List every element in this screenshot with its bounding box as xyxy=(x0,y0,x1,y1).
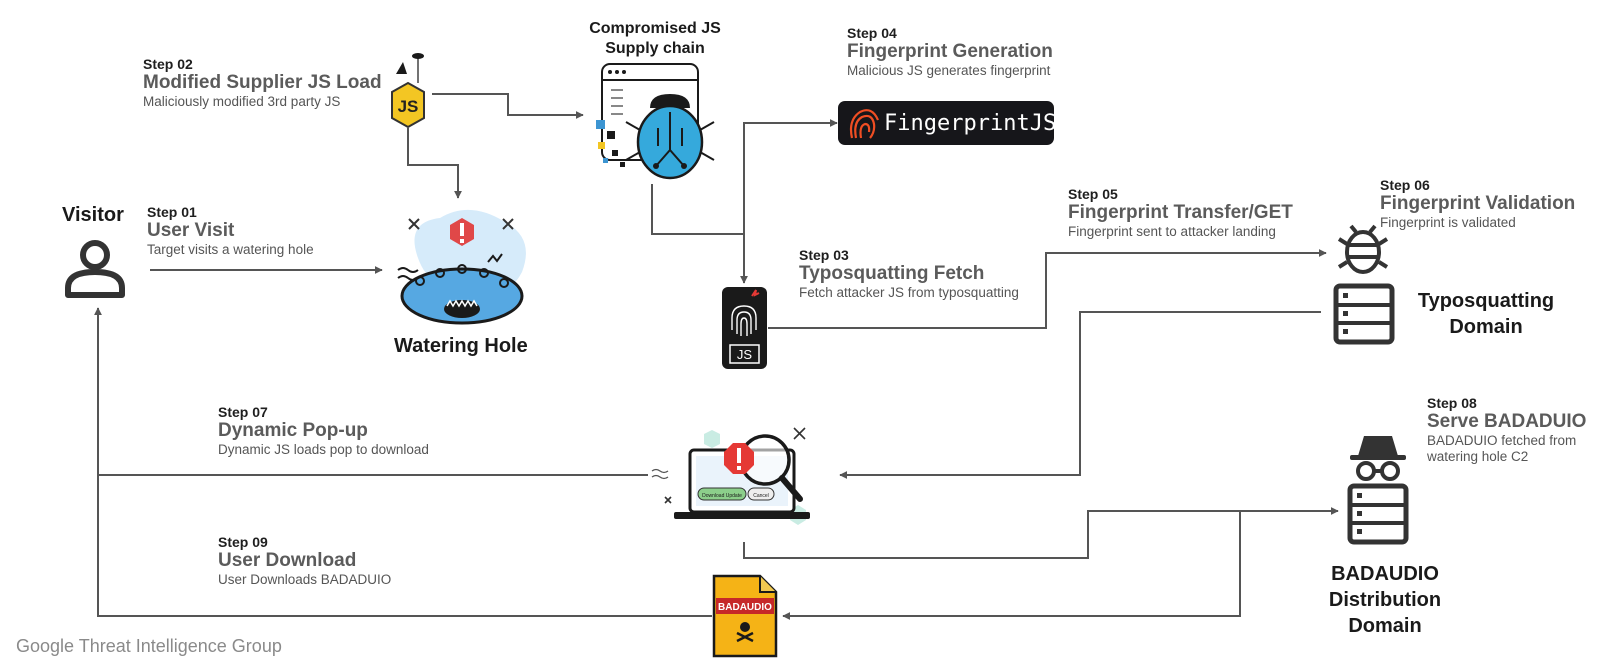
step-number: Step 03 xyxy=(799,247,849,263)
arrow-supplychain-to-jsfile xyxy=(651,184,748,284)
step-title: Dynamic Pop-up xyxy=(218,420,368,441)
js-file-label: JS xyxy=(737,347,753,362)
step-01-annotation: Step 01 User Visit Target visits a water… xyxy=(147,204,314,258)
step-description: watering hole C2 xyxy=(1427,449,1529,464)
typosquatting-domain-line2: Domain xyxy=(1449,316,1523,338)
typosquatting-bug-icon xyxy=(1337,224,1389,274)
typosquatting-domain-label: Typosquatting Domain xyxy=(1402,288,1570,340)
fingerprintjs-label: FingerprintJS xyxy=(884,111,1056,136)
step-07-annotation: Step 07 Dynamic Pop-up Dynamic JS loads … xyxy=(218,404,429,458)
watering-hole-icon xyxy=(397,209,526,325)
badaudio-domain-line3: Domain xyxy=(1348,615,1422,637)
step-number: Step 04 xyxy=(847,25,897,41)
js-badge-icon: JS xyxy=(391,53,425,129)
step-04-annotation: Step 04 Fingerprint Generation Malicious… xyxy=(847,25,1053,79)
step-description: Fingerprint sent to attacker landing xyxy=(1068,224,1276,239)
arrow-popup-to-badaudio-domain xyxy=(743,507,1339,559)
step-number: Step 02 xyxy=(143,56,193,72)
badaudio-domain-line1: BADAUDIO xyxy=(1331,563,1439,585)
visitor-label: Visitor xyxy=(62,204,124,226)
flow-arrows xyxy=(94,93,1339,620)
supply-chain-bug-icon xyxy=(596,63,715,180)
arrow-typosquatting-to-popup xyxy=(839,311,1321,479)
step-description: Fingerprint is validated xyxy=(1380,215,1516,230)
step-description: Dynamic JS loads pop to download xyxy=(218,442,429,457)
step-06-annotation: Step 06 Fingerprint Validation Fingerpri… xyxy=(1380,177,1575,231)
arrow-fingerprint-transfer xyxy=(768,249,1327,329)
spy-hacker-icon xyxy=(1350,436,1406,481)
step-number: Step 05 xyxy=(1068,186,1118,202)
step-description: Maliciously modified 3rd party JS xyxy=(143,94,341,109)
step-03-annotation: Step 03 Typosquatting Fetch Fetch attack… xyxy=(799,247,1019,301)
typosquatting-domain-line1: Typosquatting xyxy=(1417,290,1555,312)
malicious-js-file-icon: JS xyxy=(722,287,767,369)
step-title: User Download xyxy=(218,550,357,571)
badaudio-domain-line2: Distribution xyxy=(1328,589,1442,611)
badaudio-domain-label: BADAUDIO Distribution Domain xyxy=(1310,561,1460,639)
step-description: BADADUIO fetched from xyxy=(1427,433,1577,448)
fingerprintjs-logo xyxy=(838,101,1054,145)
supply-chain-label: Compromised JS Supply chain xyxy=(580,19,730,59)
step-description: Fetch attacker JS from typosquatting xyxy=(799,285,1019,300)
supply-chain-label-line2: Supply chain xyxy=(605,40,705,57)
typosquatting-server-icon xyxy=(1333,283,1395,345)
step-title: Serve BADADUIO xyxy=(1427,411,1587,432)
step-title: Typosquatting Fetch xyxy=(799,263,985,284)
supply-chain-label-line1: Compromised JS xyxy=(589,20,721,37)
step-number: Step 09 xyxy=(218,534,268,550)
popup-download-label: Download Update xyxy=(702,493,742,499)
step-title: Modified Supplier JS Load xyxy=(143,72,382,93)
step-02-annotation: Step 02 Modified Supplier JS Load Malici… xyxy=(143,56,382,110)
badaudio-file-label: BADAUDIO xyxy=(718,602,772,613)
step-05-annotation: Step 05 Fingerprint Transfer/GET Fingerp… xyxy=(1068,186,1293,240)
js-badge-label: JS xyxy=(398,97,419,116)
step-title: Fingerprint Generation xyxy=(847,41,1053,62)
watering-hole-label: Watering Hole xyxy=(394,335,528,357)
badaudio-server-icon xyxy=(1347,483,1409,545)
step-description: User Downloads BADADUIO xyxy=(218,572,392,587)
arrow-to-fingerprintjs xyxy=(743,119,838,234)
step-description: Malicious JS generates fingerprint xyxy=(847,63,1051,78)
step-number: Step 07 xyxy=(218,404,268,420)
step-number: Step 01 xyxy=(147,204,197,220)
badaudio-file-icon: BADAUDIO xyxy=(712,574,778,658)
step-08-annotation: Step 08 Serve BADADUIO BADADUIO fetched … xyxy=(1427,395,1586,465)
arrow-file-to-visitor xyxy=(97,475,712,617)
step-number: Step 08 xyxy=(1427,395,1477,411)
step-title: Fingerprint Transfer/GET xyxy=(1068,202,1293,223)
footer-credit: Google Threat Intelligence Group xyxy=(16,636,282,656)
step-number: Step 06 xyxy=(1380,177,1430,193)
visitor-icon xyxy=(65,240,125,298)
arrow-js-to-supplychain xyxy=(432,93,584,119)
fingerprint-orange-icon xyxy=(849,109,880,139)
step-description: Target visits a watering hole xyxy=(147,242,314,257)
step-title: Fingerprint Validation xyxy=(1380,193,1576,214)
step-title: User Visit xyxy=(147,220,235,241)
arrow-js-to-wateringhole xyxy=(407,128,462,199)
download-popup-laptop-icon: Download Update Cancel xyxy=(651,427,810,525)
step-09-annotation: Step 09 User Download User Downloads BAD… xyxy=(218,534,391,588)
popup-cancel-label: Cancel xyxy=(753,493,769,499)
arrow-badaudio-domain-to-file xyxy=(782,511,1241,620)
